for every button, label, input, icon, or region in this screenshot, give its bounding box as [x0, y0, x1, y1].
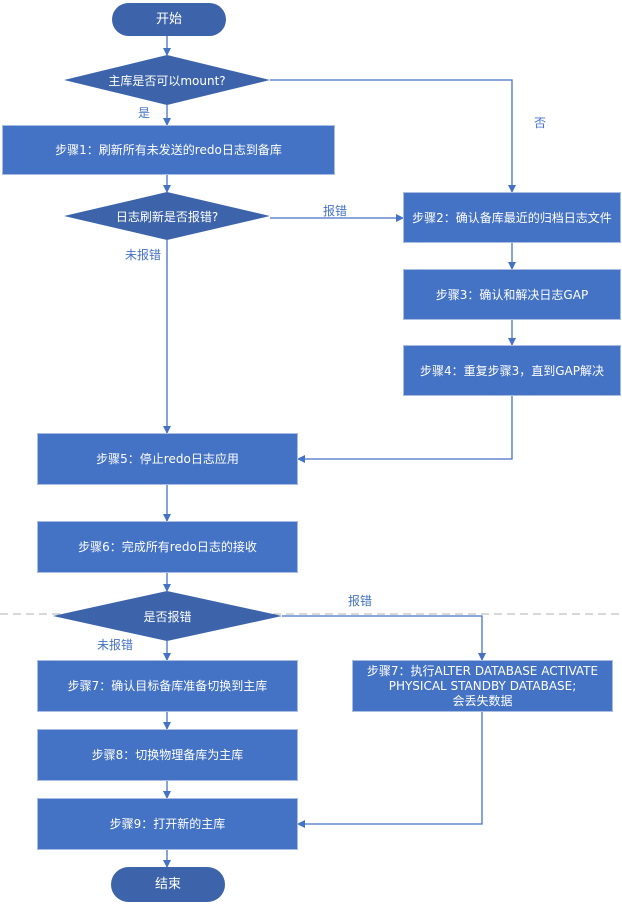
step3-label: 步骤3：确认和解决日志GAP [435, 287, 589, 302]
edge-mount-no [270, 79, 516, 193]
decision-error-shape [53, 591, 282, 641]
step1-box: 步骤1：刷新所有未发送的redo日志到备库 [2, 125, 335, 175]
decision-mount-label: 主库是否可以mount? [108, 73, 226, 88]
step7-activate-line3: 会丢失数据 [452, 693, 513, 708]
step8-box: 步骤8：切换物理备库为主库 [37, 729, 298, 781]
edge-label-mount-yes: 是 [138, 106, 151, 120]
edge-label-final-no-error: 未报错 [97, 638, 134, 652]
step7-activate-box: 步骤7：执行ALTER DATABASE ACTIVATE PHYSICAL S… [352, 660, 613, 712]
step1-label: 步骤1：刷新所有未发送的redo日志到备库 [55, 143, 282, 157]
step7-confirm-box: 步骤7：确认目标备库准备切换到主库 [37, 660, 298, 712]
step7-activate-line2: PHYSICAL STANDBY DATABASE; [388, 678, 577, 693]
decision-mount-shape [64, 55, 270, 105]
edge-label-flush-no-error: 未报错 [125, 248, 162, 262]
edge-label-mount-no: 否 [534, 116, 547, 130]
end-node: 结束 [111, 867, 225, 902]
step5-label: 步骤5：停止redo日志应用 [96, 452, 239, 466]
edge-final-error [282, 615, 486, 661]
step8-label: 步骤8：切换物理备库为主库 [91, 748, 244, 762]
edge-activate-to-step9 [297, 712, 483, 828]
start-node: 开始 [112, 3, 226, 36]
step7-activate-line1: 步骤7：执行ALTER DATABASE ACTIVATE [366, 663, 599, 678]
edge-label-flush-error: 报错 [323, 204, 348, 218]
step6-label: 步骤6：完成所有redo日志的接收 [78, 540, 257, 554]
end-label: 结束 [154, 876, 181, 892]
step2-box: 步骤2：确认备库最近的归档日志文件 [403, 192, 621, 243]
step4-label: 步骤4：重复步骤3，直到GAP解决 [419, 363, 604, 378]
decision-flush-error-label: 日志刷新是否报错? [115, 209, 219, 224]
step9-box: 步骤9：打开新的主库 [37, 798, 298, 850]
step9-label: 步骤9：打开新的主库 [109, 817, 226, 831]
step5-box: 步骤5：停止redo日志应用 [37, 433, 298, 485]
step2-label: 步骤2：确认备库最近的归档日志文件 [412, 210, 612, 225]
edge-step4-to-step5 [297, 396, 513, 463]
edge-label-final-error: 报错 [348, 594, 373, 608]
step3-box: 步骤3：确认和解决日志GAP [403, 269, 621, 320]
step7-confirm-label: 步骤7：确认目标备库准备切换到主库 [67, 679, 268, 693]
step6-box: 步骤6：完成所有redo日志的接收 [37, 521, 298, 573]
decision-flush-error-shape [64, 192, 270, 240]
decision-error-label: 是否报错 [143, 609, 192, 624]
start-label: 开始 [155, 11, 182, 27]
step4-box: 步骤4：重复步骤3，直到GAP解决 [403, 345, 621, 396]
